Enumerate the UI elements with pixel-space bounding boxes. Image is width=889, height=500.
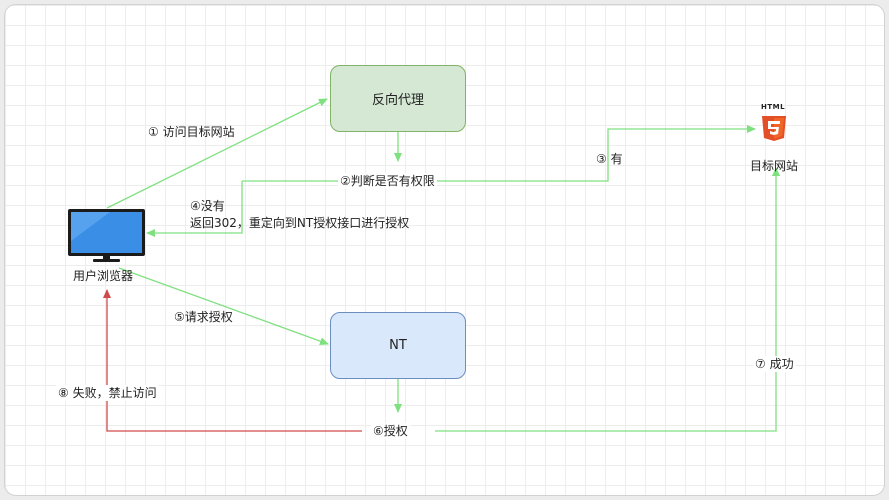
connector-layer xyxy=(68,98,786,432)
edge-label-fail: ⑧ 失败，禁止访问 xyxy=(56,385,159,401)
edge-fail xyxy=(103,289,362,432)
browser-label: 用户浏览器 xyxy=(73,269,134,283)
nt-label: NT xyxy=(389,338,407,353)
edge-label-request: ⑤请求授权 xyxy=(174,310,233,324)
target-site-label: 目标网站 xyxy=(750,159,799,173)
reverse-proxy-label: 反向代理 xyxy=(371,93,424,108)
edge-request xyxy=(118,267,329,346)
edge-label-visit: ① 访问目标网站 xyxy=(148,125,235,139)
edge-visit xyxy=(106,98,328,209)
edge-no xyxy=(146,181,243,237)
edge-label-auth: ⑥授权 xyxy=(371,423,410,439)
nt-node: NT xyxy=(330,312,466,379)
diagram-canvas: HTML 反向代理 NT 用户浏览器 目标网站 ① 访问目标网站 ②判断是否有权… xyxy=(4,4,885,496)
edge-label-yes: ③ 有 xyxy=(596,152,623,166)
edge-label-no-line1: ④没有 xyxy=(190,199,225,213)
monitor-icon xyxy=(68,209,145,262)
reverse-proxy-node: 反向代理 xyxy=(330,65,466,132)
html5-icon xyxy=(762,116,786,141)
edge-label-success: ⑦ 成功 xyxy=(753,356,796,372)
edge-label-check: ②判断是否有权限 xyxy=(338,173,437,189)
edge-check xyxy=(242,125,756,182)
edge-label-no-line2: 返回302，重定向到NT授权接口进行授权 xyxy=(190,216,410,230)
edge-success xyxy=(435,167,780,432)
html5-badge-text: HTML xyxy=(761,103,786,111)
